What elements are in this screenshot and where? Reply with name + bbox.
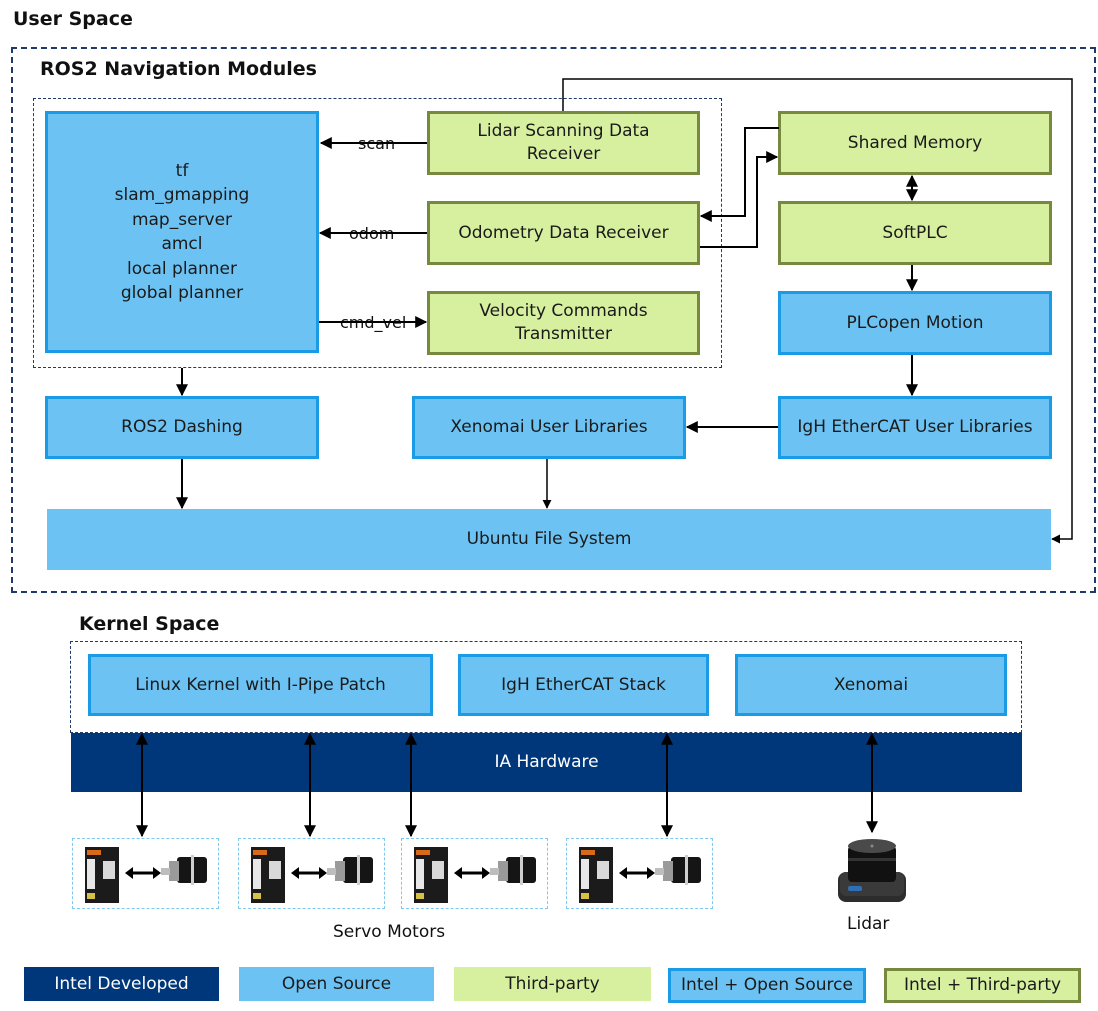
plcopen-motion-label: PLCopen Motion <box>846 312 984 333</box>
double-arrow-icon <box>619 867 655 879</box>
ubuntu-fs-box[interactable]: Ubuntu File System <box>47 509 1051 570</box>
nav-core-box[interactable]: tf slam_gmapping map_server amcl local p… <box>45 111 319 353</box>
legend-label: Intel + Open Source <box>681 975 853 995</box>
topic-scan-label: scan <box>357 134 397 153</box>
shared-memory-box[interactable]: Shared Memory <box>778 111 1052 175</box>
legend-intel-third-party: Intel + Third-party <box>884 968 1081 1003</box>
igh-stack-box[interactable]: IgH EtherCAT Stack <box>458 654 709 716</box>
legend-intel-open-source: Intel + Open Source <box>668 968 866 1003</box>
user-space-group <box>11 47 1096 593</box>
kernel-space-group <box>70 641 1022 733</box>
lidar-receiver-line: Receiver <box>526 144 601 164</box>
user-space-title-text: User Space <box>13 8 133 30</box>
nav-core-item: local planner <box>127 258 237 279</box>
servo-motor-icon <box>490 855 536 885</box>
igh-user-libs-box[interactable]: IgH EtherCAT User Libraries <box>778 396 1052 459</box>
nav-core-item: amcl <box>161 234 203 254</box>
servo-group <box>72 838 219 909</box>
legend-intel-developed: Intel Developed <box>24 967 219 1001</box>
topic-cmd-vel-label: cmd_vel <box>339 313 408 332</box>
double-arrow-icon <box>454 867 490 879</box>
softplc-box[interactable]: SoftPLC <box>778 201 1052 265</box>
servo-group <box>401 838 548 909</box>
servo-drive-icon <box>579 847 613 903</box>
topic-odom-label: odom <box>348 224 396 243</box>
legend-label: Intel + Third-party <box>903 975 1062 995</box>
lidar-receiver-line: Lidar Scanning Data <box>477 121 650 141</box>
xenomai-user-libs-label: Xenomai User Libraries <box>450 417 648 437</box>
servo-group <box>238 838 385 909</box>
legend-third-party: Third-party <box>454 967 651 1001</box>
nav-core-item: global planner <box>120 283 244 303</box>
velocity-transmitter-box[interactable]: Velocity Commands Transmitter <box>427 291 700 355</box>
servo-motor-icon <box>161 855 207 885</box>
odometry-receiver-box[interactable]: Odometry Data Receiver <box>427 201 700 265</box>
servo-group <box>566 838 713 909</box>
shared-memory-label: Shared Memory <box>847 132 983 153</box>
lidar-icon <box>838 839 906 902</box>
lidar-device <box>836 838 908 904</box>
linux-kernel-label: Linux Kernel with I-Pipe Patch <box>135 674 386 695</box>
legend-label: Open Source <box>281 973 392 994</box>
double-arrow-icon <box>125 867 161 879</box>
servo-drive-icon <box>414 847 448 903</box>
nav-modules-title: ROS2 Navigation Modules <box>40 58 317 80</box>
linux-kernel-box[interactable]: Linux Kernel with I-Pipe Patch <box>88 654 433 716</box>
odometry-receiver-label: Odometry Data Receiver <box>458 222 669 243</box>
velocity-transmitter-line: Transmitter <box>514 324 612 344</box>
nav-core-item: tf <box>175 160 189 181</box>
igh-stack-label: IgH EtherCAT Stack <box>501 674 666 695</box>
legend-label: Intel Developed <box>54 973 189 994</box>
nav-core-list: tf slam_gmapping map_server amcl local p… <box>115 159 250 306</box>
nav-core-item: map_server <box>131 209 233 230</box>
softplc-label: SoftPLC <box>882 222 948 243</box>
ia-hardware-box[interactable]: IA Hardware <box>71 733 1022 792</box>
legend-label: Third-party <box>505 973 600 994</box>
servo-motor-icon <box>655 855 701 885</box>
servo-drive-icon <box>251 847 285 903</box>
lidar-caption: Lidar <box>847 914 890 934</box>
user-space-title: User Space <box>13 8 133 30</box>
kernel-space-title-text: Kernel Space <box>79 613 220 635</box>
nav-core-item: slam_gmapping <box>114 185 250 205</box>
igh-user-libs-label: IgH EtherCAT User Libraries <box>797 417 1033 437</box>
ia-hardware-label: IA Hardware <box>494 752 599 772</box>
servo-motor-icon <box>327 855 373 885</box>
double-arrow-icon <box>291 867 327 879</box>
servo-caption: Servo Motors <box>333 922 446 942</box>
lidar-receiver-box[interactable]: Lidar Scanning Data Receiver <box>427 111 700 175</box>
xenomai-user-libs-box[interactable]: Xenomai User Libraries <box>412 396 686 459</box>
plcopen-motion-box[interactable]: PLCopen Motion <box>778 291 1052 355</box>
ubuntu-fs-label: Ubuntu File System <box>466 529 632 549</box>
ros2-dashing-box[interactable]: ROS2 Dashing <box>45 396 319 459</box>
servo-drive-icon <box>85 847 119 903</box>
legend-open-source: Open Source <box>239 967 434 1001</box>
xenomai-kernel-box[interactable]: Xenomai <box>735 654 1007 716</box>
kernel-space-title: Kernel Space <box>79 613 219 635</box>
xenomai-kernel-label: Xenomai <box>833 674 909 695</box>
velocity-transmitter-line: Velocity Commands <box>479 301 648 321</box>
ros2-dashing-label: ROS2 Dashing <box>121 417 243 437</box>
nav-modules-title-text: ROS2 Navigation Modules <box>40 58 317 80</box>
